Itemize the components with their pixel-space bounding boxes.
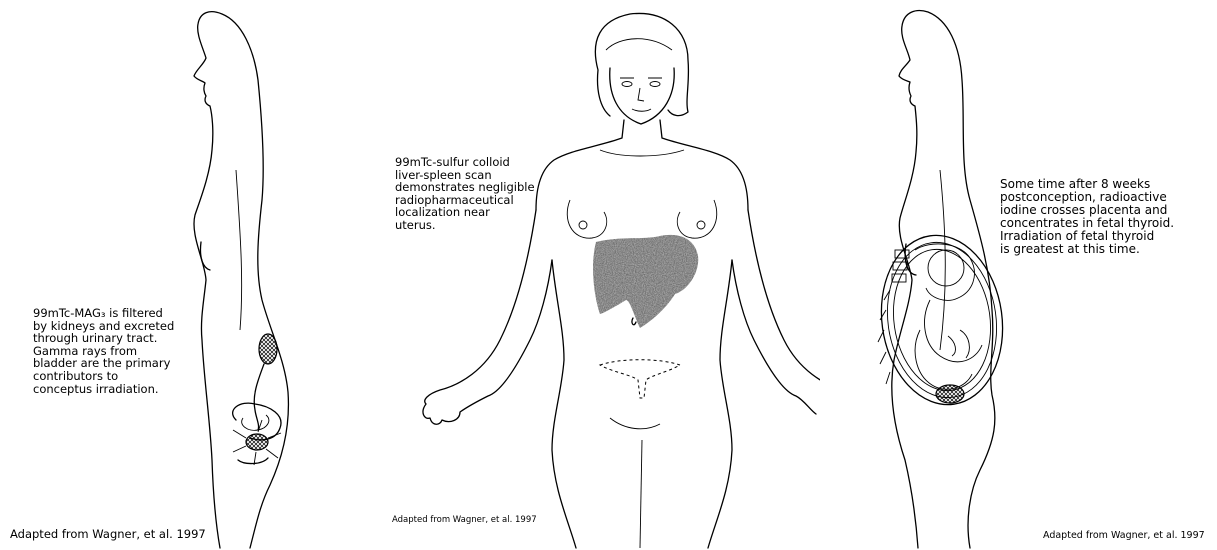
body-outline-pregnant [892, 11, 995, 548]
uterus-dashed-outline [600, 360, 680, 398]
profile-silhouette-left [0, 0, 300, 550]
profile-silhouette-right [820, 0, 1217, 550]
credit-center: Adapted from Wagner, et al. 1997 [392, 515, 537, 525]
kidney-icon [259, 334, 277, 364]
caption-left: 99mTc-MAG₃ is filtered by kidneys and ex… [33, 307, 243, 395]
torso-outline [552, 260, 576, 548]
caption-right: Some time after 8 weeks postconception, … [1000, 178, 1200, 256]
panel-left: 99mTc-MAG₃ is filtered by kidneys and ex… [0, 0, 300, 550]
panel-right: Some time after 8 weeks postconception, … [820, 0, 1217, 550]
caption-center: 99mTc-sulfur colloid liver-spleen scan d… [395, 156, 585, 232]
credit-right: Adapted from Wagner, et al. 1997 [1043, 530, 1205, 541]
credit-left: Adapted from Wagner, et al. 1997 [10, 527, 206, 541]
bladder-icon [246, 434, 268, 450]
panel-center: 99mTc-sulfur colloid liver-spleen scan d… [300, 0, 820, 550]
fetal-thyroid-icon [936, 385, 964, 403]
frontal-figure [300, 0, 820, 550]
